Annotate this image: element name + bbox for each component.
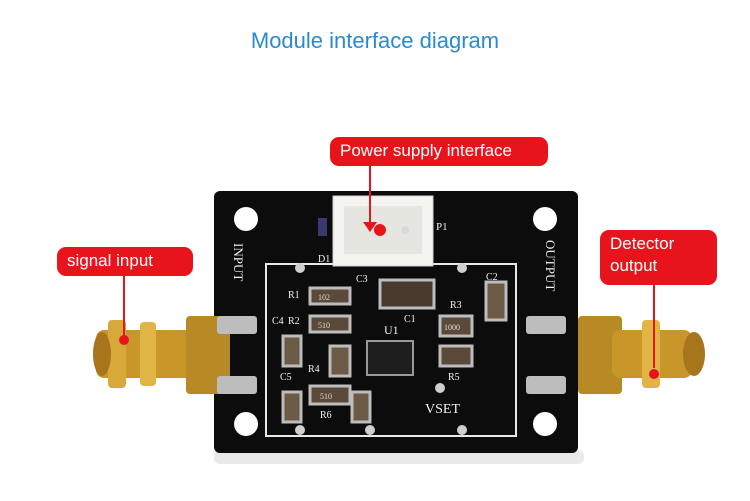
component-label-r5: R5 — [448, 372, 460, 383]
component-label-c1: C1 — [404, 314, 416, 325]
sma-input-connector — [93, 316, 230, 394]
component-label-r1: R1 — [288, 290, 300, 301]
chip-label: U1 — [384, 323, 399, 337]
component-label-c4: C4 — [272, 316, 284, 327]
component-label-r3: R3 — [450, 300, 462, 311]
input-port-label: INPUT — [231, 243, 246, 281]
component-label-r6: R6 — [320, 410, 332, 421]
vset-label: VSET — [425, 402, 460, 417]
output-port-label: OUTPUT — [543, 240, 558, 291]
connector-label: P1 — [436, 221, 448, 233]
diagram-title: Module interface diagram — [250, 28, 500, 53]
pcb-board — [214, 191, 578, 453]
callout-leaders — [123, 166, 655, 368]
sma-output-connector — [578, 316, 705, 394]
signal-input-callout: signal input — [57, 247, 193, 276]
resistor-code-2: 510 — [318, 321, 330, 330]
component-label-r2: R2 — [288, 316, 300, 327]
smd-components — [281, 278, 508, 424]
resistor-code-4: 510 — [320, 392, 332, 401]
component-label-d1: D1 — [318, 254, 330, 265]
resistor-code-3: 1000 — [444, 323, 460, 332]
detector-output-callout: Detector output — [600, 230, 717, 285]
mounting-holes — [234, 207, 557, 436]
component-label-c5: C5 — [280, 372, 292, 383]
resistor-code-1: 102 — [318, 293, 330, 302]
component-label-c3: C3 — [356, 274, 368, 285]
component-label-r4: R4 — [308, 364, 320, 375]
component-label-c2: C2 — [486, 272, 498, 283]
power-supply-callout: Power supply interface — [330, 137, 548, 166]
